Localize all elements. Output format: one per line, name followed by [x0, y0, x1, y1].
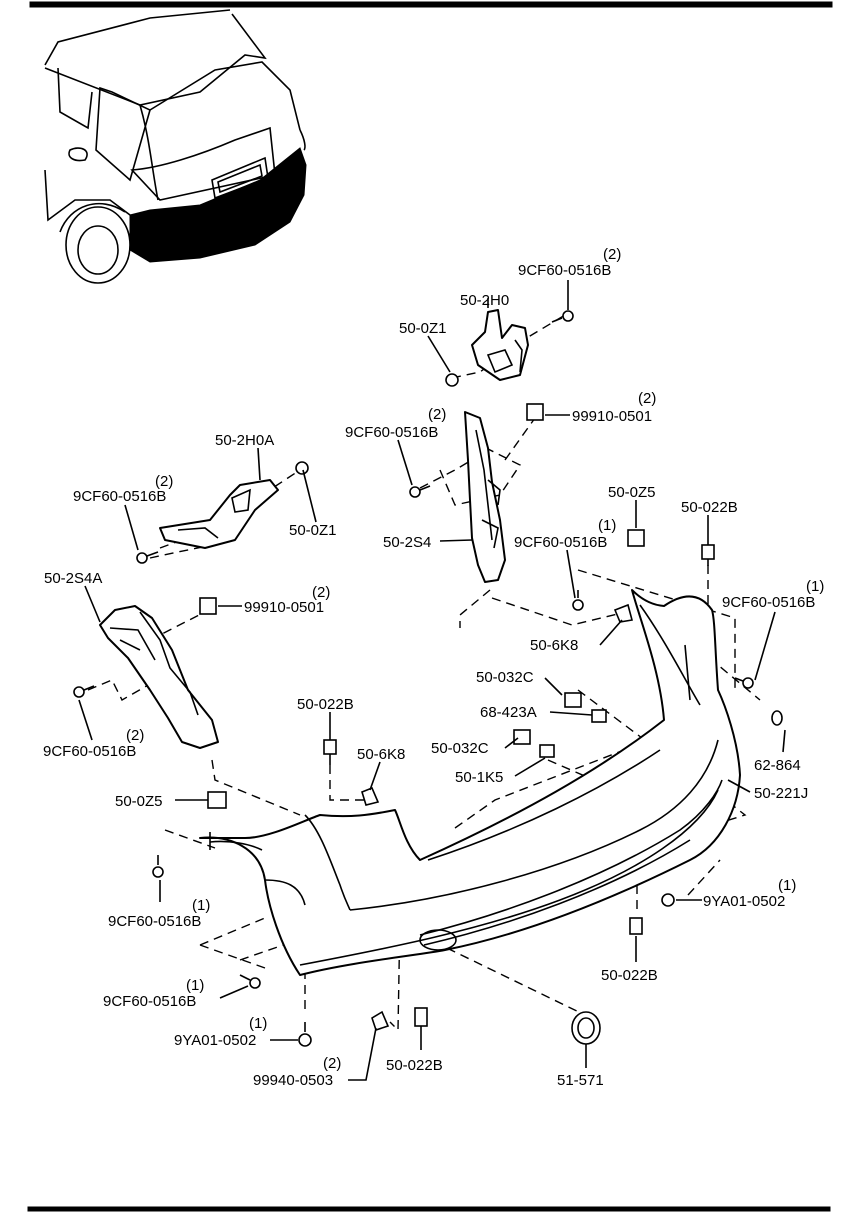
fastener-parts [73, 310, 783, 1047]
callout-labels: (2) 9CF60-0516B 50-2H0 50-0Z1 (2) 9CF60-… [43, 246, 824, 1089]
rivet-50-022B-lower-right [629, 917, 643, 935]
callout-c15-qty: (2) [312, 584, 330, 601]
bolt-9CF60-0516B-lower-left [152, 855, 164, 878]
clip-99940-0503 [371, 1010, 390, 1032]
rivet-50-022B-mid [323, 739, 337, 765]
bracket-50-6K8-mid [361, 786, 380, 806]
callout-c29-part: 50-022B [601, 967, 658, 984]
cap-51-571 [571, 1011, 601, 1045]
rivet-50-022B-bottom [414, 1007, 428, 1027]
callout-c30-qty: (1) [186, 977, 204, 994]
callout-c33-part: 50-022B [386, 1057, 443, 1074]
callout-c32-qty: (2) [323, 1055, 341, 1072]
callout-c7-part: 9CF60-0516B [73, 488, 166, 505]
callout-c1-part: 9CF60-0516B [518, 262, 611, 279]
callout-c6-part: 50-2H0A [215, 432, 274, 449]
callout-c25-part: 50-0Z5 [115, 793, 163, 810]
callout-c10-part: 50-0Z5 [608, 484, 656, 501]
callout-c17-part: 9CF60-0516B [43, 743, 136, 760]
bolt-9CF60-0516B-right [734, 677, 754, 689]
bracket-50-2S4A [99, 605, 219, 749]
callout-c32-part: 99940-0503 [253, 1072, 333, 1089]
callout-c9-part: 50-2S4 [383, 534, 431, 551]
callout-c11-part: 9CF60-0516B [514, 534, 607, 551]
callout-c11-qty: (1) [598, 517, 616, 534]
callout-c7-qty: (2) [155, 473, 173, 490]
callout-c31-part: 9YA01-0502 [174, 1032, 256, 1049]
callout-c27-part: 9YA01-0502 [703, 893, 785, 910]
callout-c34-part: 51-571 [557, 1072, 604, 1089]
clip-99910-0501-left [199, 597, 217, 615]
callout-c28-qty: (1) [192, 897, 210, 914]
screw-9YA01-0502-bottom [298, 1022, 312, 1047]
callout-c2-part: 50-2H0 [460, 292, 509, 309]
nut-50-0Z1-left [295, 461, 309, 475]
clip-68-423A [591, 709, 607, 723]
callout-c5-part: 99910-0501 [572, 408, 652, 425]
callout-c4-qty: (2) [428, 406, 446, 423]
callout-c8-part: 50-0Z1 [289, 522, 337, 539]
callout-c13-part: 9CF60-0516B [722, 594, 815, 611]
callout-c20-part: 50-022B [297, 696, 354, 713]
callout-c3-part: 50-0Z1 [399, 320, 447, 337]
callout-c21-part: 50-6K8 [357, 746, 405, 763]
clip-99910-0501-top [526, 403, 544, 421]
bracket-50-2H0A [159, 479, 279, 549]
bracket-50-2S4 [464, 411, 506, 583]
callout-c30-part: 9CF60-0516B [103, 993, 196, 1010]
callout-c24-part: 50-1K5 [455, 769, 503, 786]
nut-50-0Z1-top [445, 373, 459, 387]
callout-c26-part: 50-221J [754, 785, 808, 802]
bottom-rule [27, 1206, 831, 1212]
callout-c22-part: 50-032C [431, 740, 489, 757]
bolt-9CF60-0516B-bottom [239, 974, 261, 989]
top-rule [29, 1, 833, 8]
clip-50-032C-upper [564, 692, 582, 708]
bolt-9CF60-0516B-left-upper [136, 551, 159, 564]
callout-c27-qty: (1) [778, 877, 796, 894]
callout-c14-part: 50-2S4A [44, 570, 102, 587]
callout-c4-part: 9CF60-0516B [345, 424, 438, 441]
callout-c31-qty: (1) [249, 1015, 267, 1032]
clip-50-0Z5-right [627, 529, 645, 547]
screw-9YA01-0502-right [661, 893, 675, 907]
callout-c28-part: 9CF60-0516B [108, 913, 201, 930]
callout-c5-qty: (2) [638, 390, 656, 407]
callout-leaders [78, 280, 786, 1081]
vehicle-locator-illustration [44, 9, 307, 284]
callout-c16-part: 50-6K8 [530, 637, 578, 654]
callout-c23-part: 62-864 [754, 757, 801, 774]
callout-c15-part: 99910-0501 [244, 599, 324, 616]
clip-50-1K5 [539, 744, 555, 758]
bolt-9CF60-0516B-left [73, 685, 95, 698]
bracket-50-2H0 [471, 309, 529, 381]
callout-c1-qty: (2) [603, 246, 621, 263]
callout-c18-part: 50-032C [476, 669, 534, 686]
callout-c13-qty: (1) [806, 578, 824, 595]
grommet-62-864 [771, 710, 783, 726]
bolt-9CF60-0516B-mid [409, 485, 431, 498]
rivet-50-022B-right [701, 544, 715, 566]
callout-c19-part: 68-423A [480, 704, 537, 721]
highlighted-rear-bumper [129, 147, 307, 263]
bolt-9CF60-0516B-top [551, 310, 574, 323]
rear-bumper-cover [199, 589, 741, 976]
bracket-50-6K8-right [613, 603, 633, 623]
clip-50-032C-lower [513, 729, 531, 745]
callout-c12-part: 50-022B [681, 499, 738, 516]
clip-50-0Z5-left [207, 791, 227, 809]
bolt-9CF60-0516B-right-mid [572, 590, 584, 611]
callout-c17-qty: (2) [126, 727, 144, 744]
